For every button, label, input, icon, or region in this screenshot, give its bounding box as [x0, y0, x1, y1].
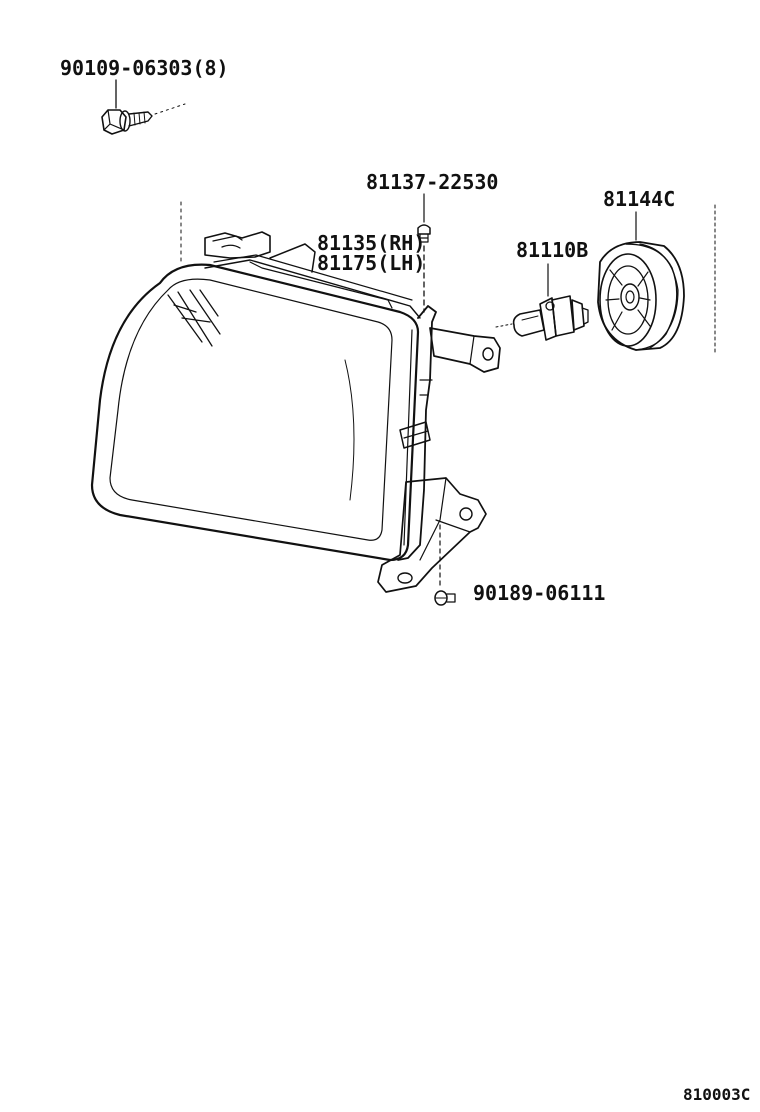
label-housing-rh[interactable]: 81135(RH) [317, 231, 425, 255]
screw-bottom-drawing [434, 524, 456, 606]
label-screw-bottom[interactable]: 90189-06111 [473, 581, 605, 605]
label-bulb[interactable]: 81110B [516, 238, 588, 262]
label-housing-lh[interactable]: 81175(LH) [317, 251, 425, 275]
socket-cover-drawing [597, 204, 716, 356]
bolt-flange-drawing [101, 79, 186, 135]
label-screw-top[interactable]: 81137-22530 [366, 170, 498, 194]
screw-top-drawing [417, 193, 431, 313]
label-bolt-flange[interactable]: 90109-06303(8) [60, 56, 229, 80]
bulb-drawing [495, 263, 589, 341]
label-socket-cover[interactable]: 81144C [603, 187, 675, 211]
headlamp-housing-drawing [90, 201, 501, 593]
figure-code: 810003C [683, 1085, 750, 1104]
